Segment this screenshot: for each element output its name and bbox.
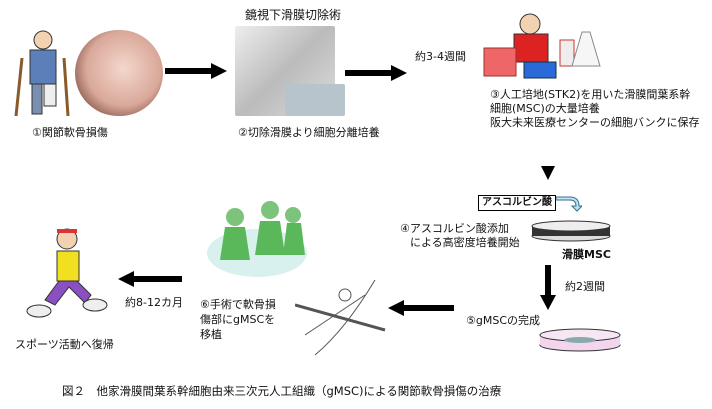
cell-micrograph [285,84,345,116]
step5-label: ⑤gMSCの完成 [466,314,540,327]
step6-line3: 移植 [200,328,222,341]
arrow-down-icon [540,265,556,310]
transplant-surgery-illustration [295,279,386,356]
duration-2-weeks: 約2週間 [565,280,605,293]
curved-arrow-icon [556,196,582,212]
culture-dish-msc [531,220,611,242]
duration-8-12-months: 約8-12カ月 [125,296,183,309]
step7-label: スポーツ活動へ復帰 [15,338,114,351]
lab-culture-illustration [483,13,601,79]
step3-line2: 細胞(MSC)の大量培養 [490,102,600,115]
surgical-team-illustration [207,201,307,277]
step2-title: 鏡視下滑膜切除術 [245,8,342,22]
runner-illustration [26,228,108,318]
synovial-msc-label: 滑膜MSC [562,248,611,261]
step4-line1: ④アスコルビン酸添加 [400,222,509,235]
step2-label: ②切除滑膜より細胞分離培養 [238,126,380,139]
step4-line2: による高密度培養開始 [410,236,520,249]
injured-person-illustration [14,30,70,117]
step3-line1: ③人工培地(STK2)を用いた滑膜間葉系幹 [490,88,691,101]
step3-line3: 阪大未来医療センターの細胞バンクに保存 [490,116,700,129]
arrow-right-icon [345,65,407,81]
arrow-right-icon [165,63,227,79]
ascorbic-acid-box: アスコルビン酸 [478,195,556,211]
step6-line2: 傷部にgMSCを [200,313,276,326]
culture-dish-gmsc [539,328,621,352]
step1-label: ①関節軟骨損傷 [32,126,108,139]
arthroscopic-knee-photo [75,30,163,116]
figure-caption: 図２ 他家滑膜間葉系幹細胞由来三次元人工組織（gMSC)による関節軟骨損傷の治療 [62,384,502,398]
arrow-down-icon [541,166,555,180]
duration-3-4-weeks: 約3-4週間 [415,50,466,63]
arrow-left-icon [118,271,182,287]
step6-line1: ⑥手術で軟骨損 [200,298,276,311]
arrow-left-icon [388,300,454,316]
